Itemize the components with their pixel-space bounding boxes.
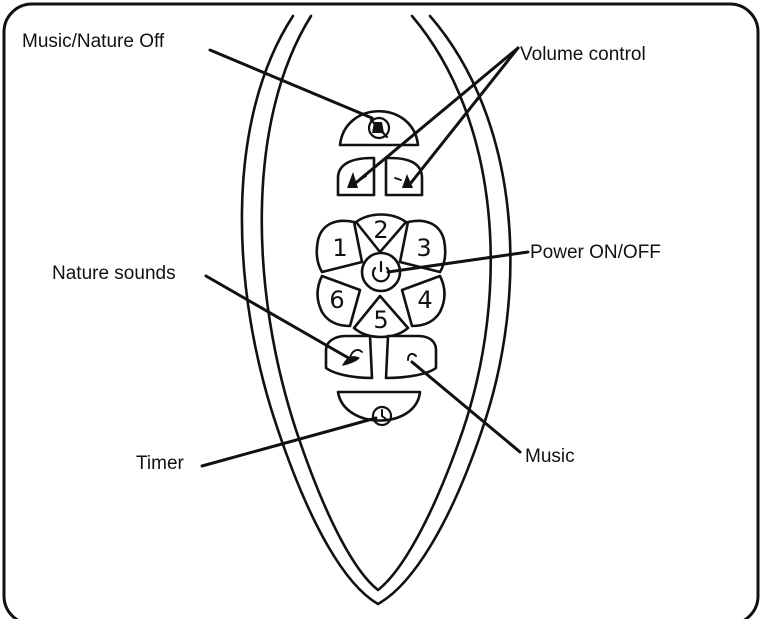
label-power-on-off: Power ON/OFF [530, 242, 661, 263]
keypad-digit-5: 5 [373, 306, 388, 334]
volume-down-button[interactable] [338, 158, 374, 195]
label-timer: Timer [136, 453, 185, 474]
keypad-digit-1: 1 [332, 234, 347, 262]
keypad-button-6[interactable]: 6 [318, 276, 361, 326]
keypad-button-1[interactable]: 1 [317, 221, 362, 272]
keypad-button-2[interactable]: 2 [356, 215, 406, 253]
label-volume-control: Volume control [520, 44, 646, 65]
label-music-nature-off: Music/Nature Off [22, 31, 165, 52]
leader-music [412, 362, 520, 452]
label-music: Music [525, 446, 575, 467]
timer-button[interactable] [338, 392, 420, 425]
keypad-digit-3: 3 [416, 234, 431, 262]
keypad-digit-6: 6 [329, 286, 344, 314]
keypad-button-5[interactable]: 5 [354, 296, 408, 337]
leader-music-nature-off [210, 50, 372, 118]
keypad-digit-4: 4 [417, 286, 432, 314]
keypad-digit-2: 2 [373, 216, 388, 244]
keypad-button-4[interactable]: 4 [402, 276, 445, 326]
label-nature-sounds: Nature sounds [52, 263, 176, 284]
music-button[interactable] [386, 336, 436, 378]
leader-volume-up [410, 48, 518, 184]
